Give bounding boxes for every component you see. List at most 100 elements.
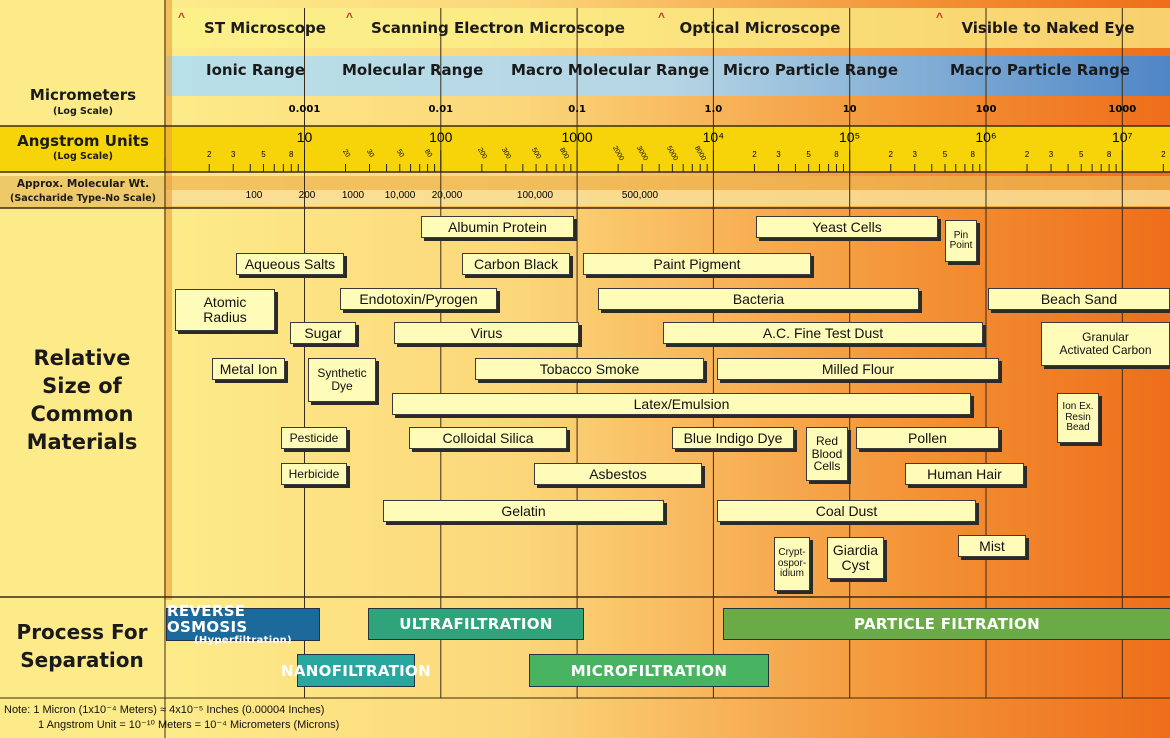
microscope-label: Scanning Electron Microscope xyxy=(371,19,625,37)
process-label: Process For Separation xyxy=(16,620,148,672)
material-size-box: Latex/Emulsion xyxy=(392,393,971,415)
caret-marker: ^ xyxy=(936,10,944,24)
material-size-box: Yeast Cells xyxy=(756,216,938,238)
material-size-box: Coal Dust xyxy=(717,500,976,522)
caret-marker: ^ xyxy=(346,10,354,24)
angstrom-label: Angstrom Units xyxy=(17,132,149,150)
angstrom-minor-label: 3 xyxy=(912,150,917,159)
angstrom-tick-label: 1000 xyxy=(561,129,593,145)
micrometer-tick-label: 10 xyxy=(842,104,857,115)
angstrom-tick-label: 10⁶ xyxy=(975,129,997,145)
angstrom-minor-label: 2 xyxy=(1161,150,1166,159)
process-label: REVERSE OSMOSIS xyxy=(167,602,248,636)
separation-process-bar: REVERSE OSMOSIS(Hyperfiltration) xyxy=(166,603,320,646)
material-size-box: Carbon Black xyxy=(462,253,570,275)
material-size-box: Synthetic Dye xyxy=(308,358,376,402)
material-size-box: Gelatin xyxy=(383,500,664,522)
angstrom-minor-label: 2 xyxy=(752,150,757,159)
material-size-box: Asbestos xyxy=(534,463,702,485)
relative-size-label: Relative Size of Common Materials xyxy=(26,346,138,454)
caret-marker: ^ xyxy=(178,10,186,24)
angstrom-minor-label: 5 xyxy=(261,150,266,159)
separation-process-bar: PARTICLE FILTRATION xyxy=(723,608,1170,640)
microscope-label: ST Microscope xyxy=(204,19,326,37)
material-size-box: A.C. Fine Test Dust xyxy=(663,322,983,344)
angstrom-minor-label: 8 xyxy=(970,150,975,159)
angstrom-minor-label: 8 xyxy=(1106,150,1112,159)
angstrom-minor-label: 3 xyxy=(776,150,781,159)
angstrom-minor-label: 3 xyxy=(1048,150,1054,159)
micrometer-tick-label: 0.01 xyxy=(428,104,454,115)
size-range-label: Macro Particle Range xyxy=(950,61,1130,79)
size-range-label: Micro Particle Range xyxy=(723,61,898,79)
molecular-weight-label: 100,000 xyxy=(516,190,554,201)
process-label: PARTICLE FILTRATION xyxy=(854,615,1040,633)
material-size-box: Pin Point xyxy=(945,220,977,262)
material-size-box: Herbicide xyxy=(281,463,347,485)
material-size-box: Crypt- ospor- idium xyxy=(774,537,810,591)
angstrom-tick-label: 10 xyxy=(296,129,313,145)
mw-sublabel: (Saccharide Type-No Scale) xyxy=(10,193,156,204)
material-size-box: Red Blood Cells xyxy=(806,427,848,481)
material-size-box: Bacteria xyxy=(598,288,919,310)
micrometer-tick-label: 1000 xyxy=(1108,104,1137,115)
material-size-box: Pesticide xyxy=(281,427,347,449)
micrometers-label: Micrometers xyxy=(29,86,137,104)
material-size-box: Ion Ex. Resin Bead xyxy=(1057,393,1099,443)
angstrom-minor-label: 8 xyxy=(289,150,294,159)
micrometers-sublabel: (Log Scale) xyxy=(53,106,113,117)
note-line-1: Note: 1 Micron (1x10⁻⁴ Meters) ≈ 4x10⁻⁵ … xyxy=(4,704,325,716)
micrometer-tick-label: 100 xyxy=(975,104,997,115)
angstrom-tick-label: 100 xyxy=(429,129,453,145)
material-size-box: Granular Activated Carbon xyxy=(1041,322,1170,366)
microscope-label: Optical Microscope xyxy=(679,19,841,37)
angstrom-minor-label: 2 xyxy=(1024,150,1030,159)
angstrom-minor-label: 5 xyxy=(806,150,811,159)
material-size-box: Giardia Cyst xyxy=(827,537,884,579)
process-label: ULTRAFILTRATION xyxy=(399,615,553,633)
note-line-2: 1 Angstrom Unit = 10⁻¹⁰ Meters = 10⁻⁴ Mi… xyxy=(38,719,340,731)
process-label: MICROFILTRATION xyxy=(570,661,728,680)
material-size-box: Paint Pigment xyxy=(583,253,811,275)
angstrom-minor-label: 5 xyxy=(1079,150,1084,159)
separation-process-bar: ULTRAFILTRATION xyxy=(368,608,584,640)
angstrom-tick-label: 10⁷ xyxy=(1111,129,1133,145)
material-size-box: Aqueous Salts xyxy=(236,253,344,275)
molecular-weight-label: 20,000 xyxy=(431,190,463,201)
size-range-label: Macro Molecular Range xyxy=(511,61,710,79)
molecular-weight-label: 100 xyxy=(245,190,263,201)
material-size-box: Metal Ion xyxy=(212,358,285,380)
angstrom-minor-label: 3 xyxy=(230,150,236,159)
caret-marker: ^ xyxy=(658,10,666,24)
molecular-weight-label: 10,000 xyxy=(384,190,416,201)
microscope-label: Visible to Naked Eye xyxy=(961,19,1135,37)
angstrom-minor-label: 2 xyxy=(206,150,212,159)
material-size-box: Human Hair xyxy=(905,463,1024,485)
molecular-weight-label: 200 xyxy=(298,190,316,201)
mw-label: Approx. Molecular Wt. xyxy=(16,178,150,190)
angstrom-tick-label: 10⁵ xyxy=(838,129,861,145)
material-size-box: Blue Indigo Dye xyxy=(672,427,794,449)
process-label: NANOFILTRATION xyxy=(281,661,431,680)
angstrom-tick-label: 10⁴ xyxy=(702,129,725,145)
process-sublabel: (Hyperfiltration) xyxy=(194,635,292,646)
material-size-box: Colloidal Silica xyxy=(409,427,567,449)
separation-process-bar: NANOFILTRATION xyxy=(281,654,431,687)
material-size-box: Albumin Protein xyxy=(421,216,574,238)
angstrom-minor-label: 5 xyxy=(942,150,948,159)
material-size-box: Sugar xyxy=(290,322,356,344)
micrometer-tick-label: 0.001 xyxy=(288,104,321,115)
angstrom-sublabel: (Log Scale) xyxy=(53,151,113,162)
size-range-label: Molecular Range xyxy=(342,61,484,79)
angstrom-minor-label: 2 xyxy=(888,150,893,159)
material-size-box: Pollen xyxy=(856,427,999,449)
angstrom-minor-label: 8 xyxy=(834,150,839,159)
material-size-box: Beach Sand xyxy=(988,288,1170,310)
material-size-box: Endotoxin/Pyrogen xyxy=(340,288,497,310)
molecular-weight-label: 500,000 xyxy=(621,190,659,201)
micrometer-tick-label: 1.0 xyxy=(704,104,723,115)
separation-process-bar: MICROFILTRATION xyxy=(529,654,769,687)
molecular-weight-label: 1000 xyxy=(341,190,365,201)
material-size-box: Mist xyxy=(958,535,1026,557)
material-size-box: Virus xyxy=(394,322,579,344)
